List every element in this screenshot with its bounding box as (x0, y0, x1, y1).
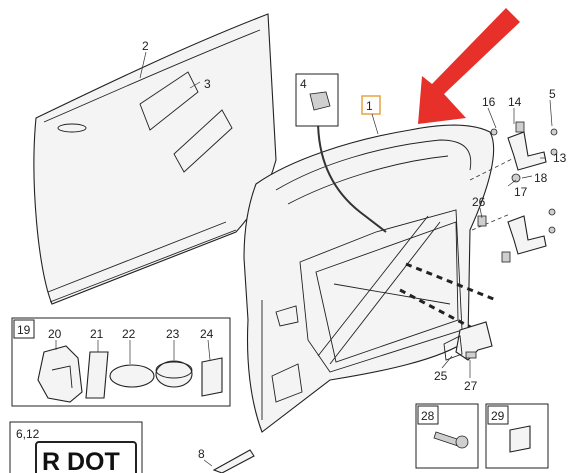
callout-28: 28 (421, 409, 435, 423)
door-inner-frame (243, 124, 495, 433)
part-29-box (485, 403, 549, 469)
part-28-box (415, 403, 479, 469)
callout-2: 2 (142, 39, 149, 53)
label-panel-text: R DOT (42, 448, 120, 473)
callout-22: 22 (122, 327, 136, 341)
part-1-highlight-box (361, 95, 381, 115)
outer-door-skin (33, 13, 277, 305)
callout-3: 3 (204, 77, 211, 91)
upper-hinge (490, 121, 558, 183)
part-19-kit-box (11, 317, 231, 407)
door-check-strap (443, 321, 493, 361)
red-pointer-arrow (418, 8, 520, 124)
callout-20: 20 (48, 327, 62, 341)
callout-5: 5 (549, 87, 556, 101)
leader-lines (55, 51, 553, 467)
callout-27: 27 (464, 379, 478, 393)
callout-25: 25 (434, 369, 448, 383)
part-8-molding (212, 449, 255, 473)
lower-hinge (477, 208, 556, 263)
callout-16: 16 (482, 95, 496, 109)
label-box (9, 421, 143, 473)
callout-23: 23 (166, 327, 180, 341)
callout-labels: 1 2 3 4 5 16 14 13 18 17 26 25 27 19 20 … (16, 39, 567, 473)
callout-24: 24 (200, 327, 214, 341)
callout-26: 26 (472, 195, 486, 209)
callout-21: 21 (90, 327, 104, 341)
part-4-box (295, 73, 339, 127)
callout-13: 13 (553, 151, 567, 165)
callout-14: 14 (508, 95, 522, 109)
callout-8: 8 (198, 447, 205, 461)
door-cable (317, 119, 387, 233)
callout-1: 1 (366, 99, 373, 113)
callout-19: 19 (17, 323, 31, 337)
callout-18: 18 (534, 171, 548, 185)
callout-17: 17 (514, 185, 528, 199)
reference-dashes (399, 157, 515, 332)
callout-29: 29 (491, 409, 505, 423)
callout-4: 4 (300, 77, 307, 91)
callout-6-12: 6,12 (16, 427, 40, 441)
